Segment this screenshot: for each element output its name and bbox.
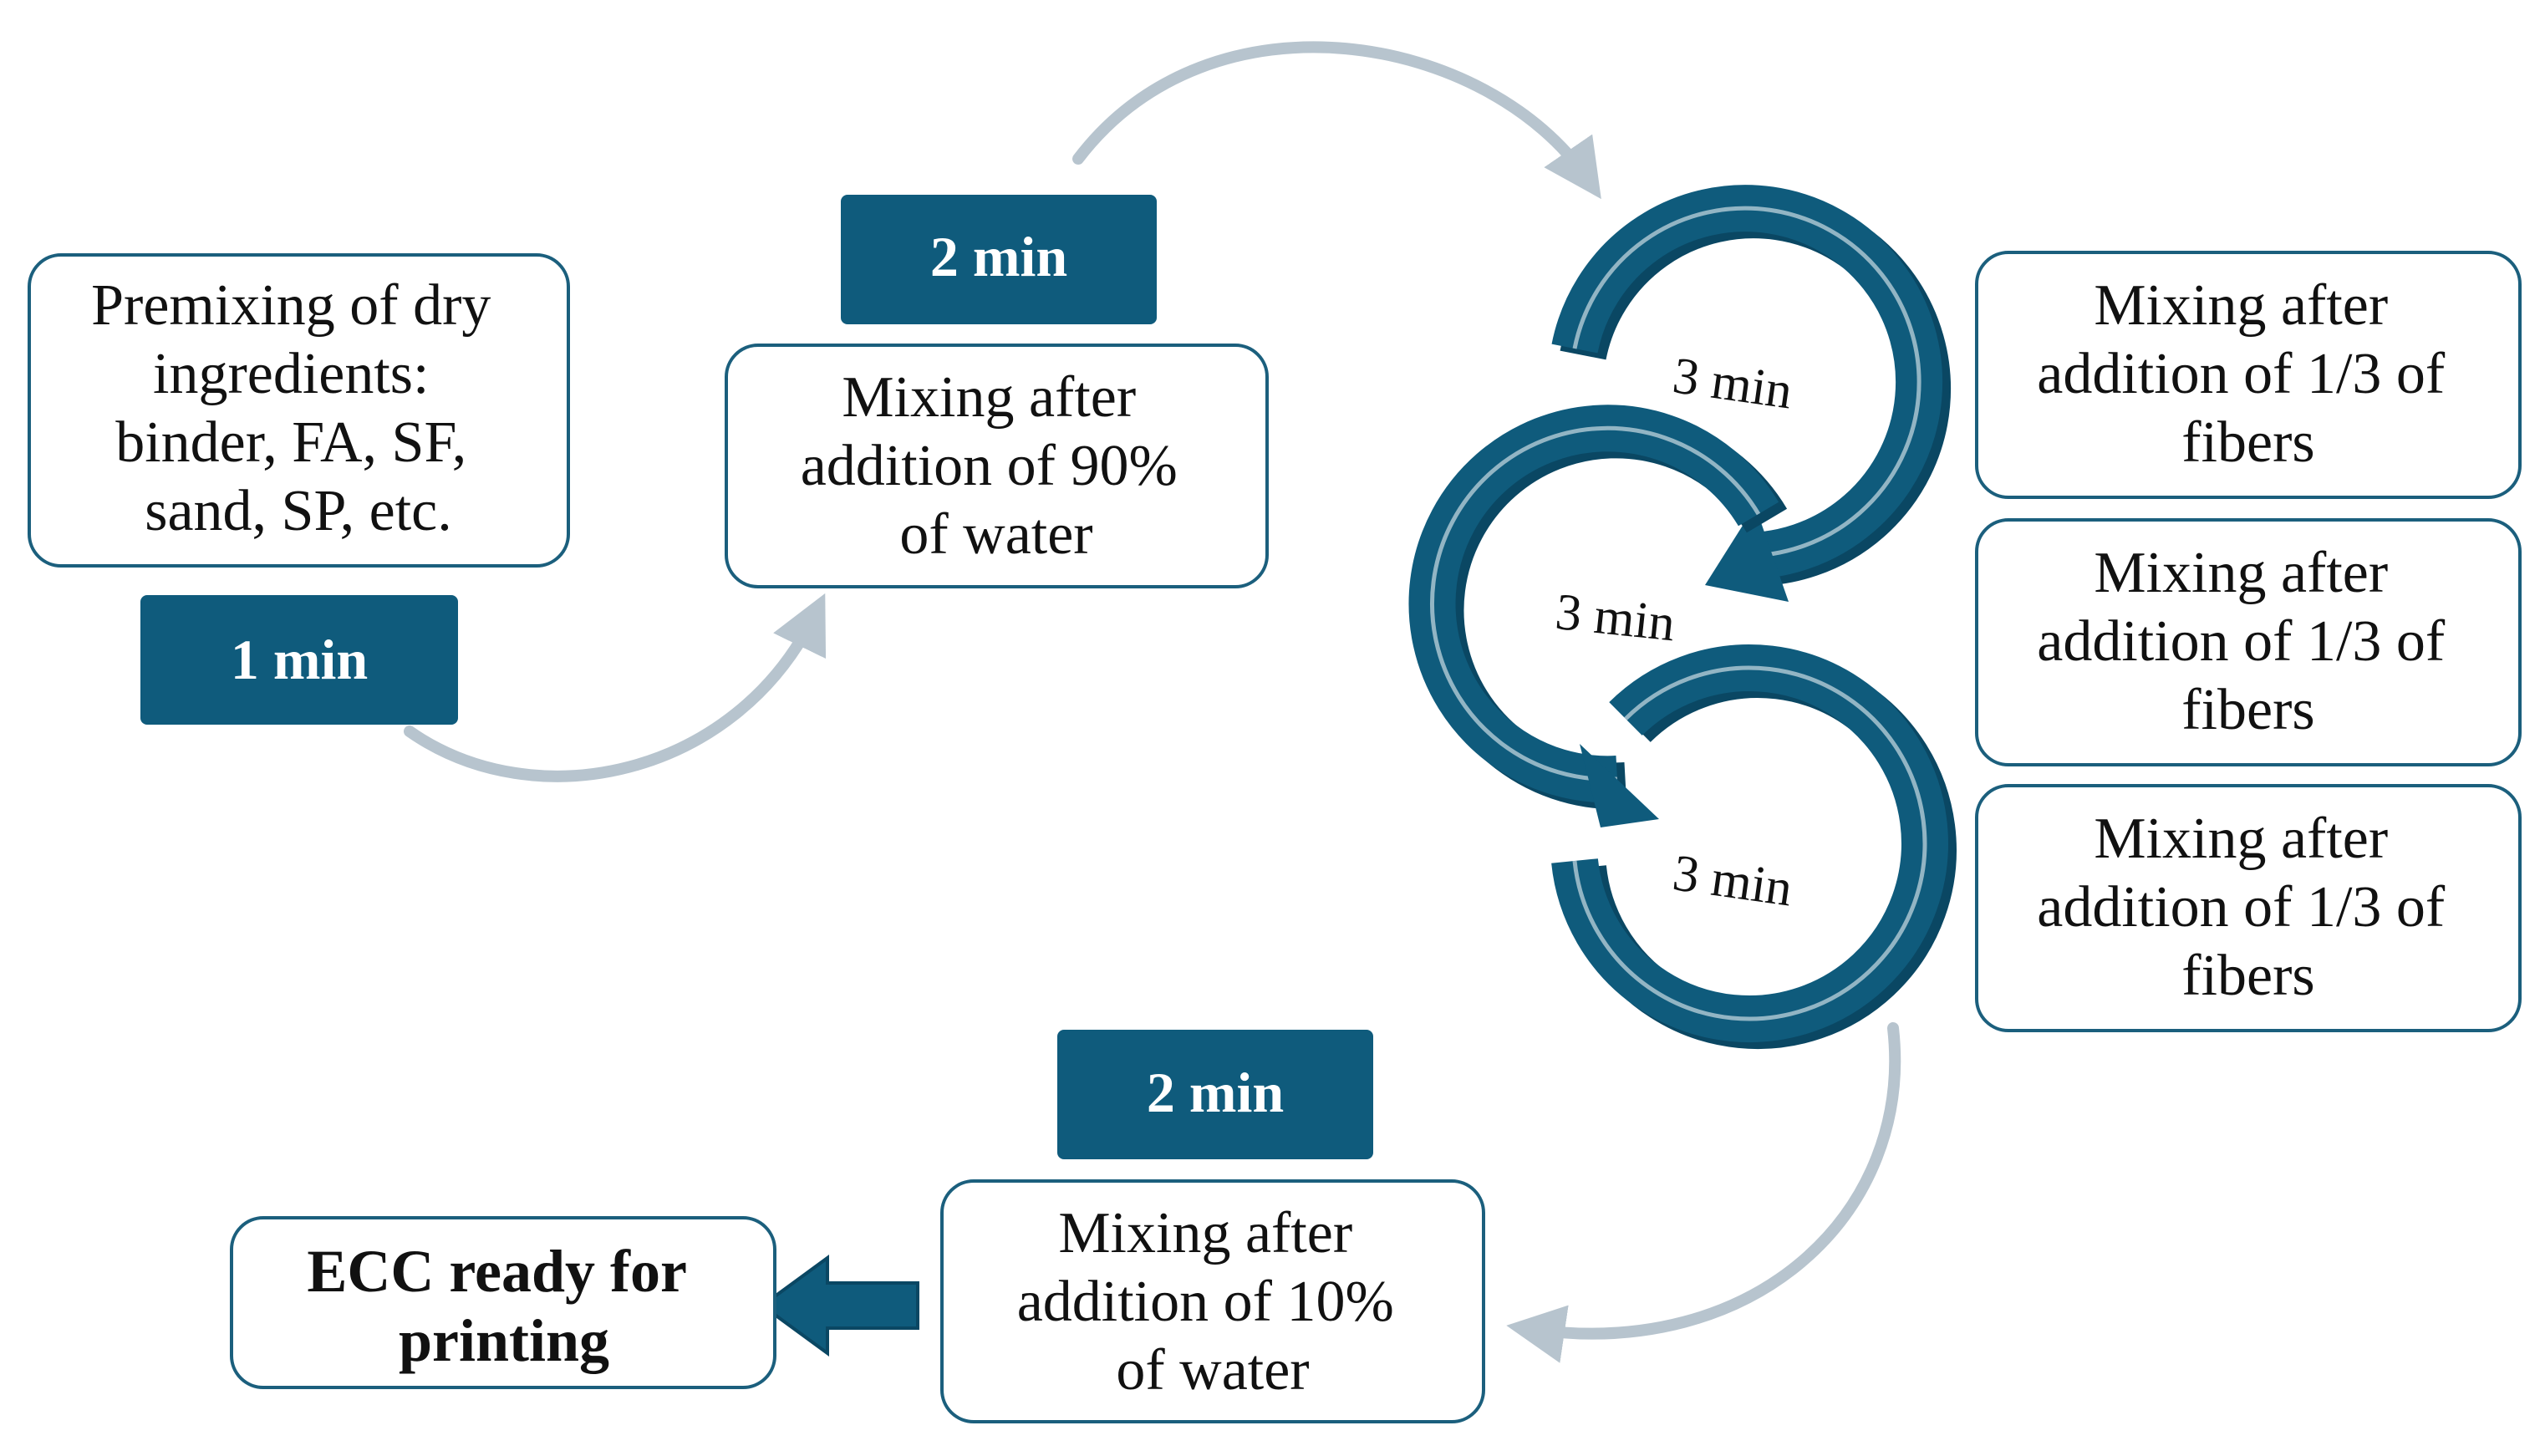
fibers-text: Mixing after addition of 1/3 of fibers — [2037, 541, 2459, 742]
step-fibers-3: Mixing after addition of 1/3 of fibers — [1975, 784, 2522, 1032]
water90-duration-tag — [841, 195, 1157, 324]
water10-duration-tag — [1057, 1030, 1373, 1159]
final-arrow-icon — [759, 1255, 919, 1357]
cycle-duration-label: 3 min — [1553, 583, 1677, 653]
mixing-cycle-2: 3 min — [1408, 405, 1788, 827]
fibers-text: Mixing after addition of 1/3 of fibers — [2037, 273, 2459, 475]
water10-box — [940, 1179, 1485, 1423]
connector-water90-to-fibers — [1072, 41, 1601, 200]
step-ready: ECC ready for printing — [230, 1216, 776, 1389]
water90-box — [725, 344, 1269, 588]
cycle-duration-label: 3 min — [1669, 844, 1795, 917]
step-premix: Premixing of dry ingredients: binder, FA… — [28, 253, 570, 725]
premix-duration-label: 1 min — [231, 628, 368, 691]
cycle-duration-label: 3 min — [1669, 347, 1795, 420]
ready-box — [230, 1216, 776, 1389]
connector-fibers-to-water10 — [1506, 1022, 1901, 1363]
premix-box — [28, 253, 570, 568]
premix-text: Premixing of dry ingredients: binder, FA… — [91, 273, 506, 543]
water90-text: Mixing after addition of 90% of water — [801, 365, 1193, 567]
fibers-box — [1975, 784, 2522, 1032]
step-fibers-2: Mixing after addition of 1/3 of fibers — [1975, 518, 2522, 766]
mixing-cycle-1: 3 min — [1551, 185, 1952, 602]
water10-text: Mixing after addition of 10% of water — [1017, 1201, 1409, 1403]
cycle-arrowhead-2 — [1580, 744, 1659, 827]
ready-text: ECC ready for printing — [307, 1238, 700, 1374]
fibers-box — [1975, 518, 2522, 766]
water90-duration-label: 2 min — [930, 225, 1067, 288]
step-water90: 2 min Mixing after addition of 90% of wa… — [725, 195, 1269, 588]
cycle-arrowhead-1 — [1705, 506, 1789, 602]
step-water10: 2 min Mixing after addition of 10% of wa… — [940, 1030, 1485, 1423]
premix-duration-tag — [140, 595, 458, 725]
water10-duration-label: 2 min — [1147, 1061, 1284, 1124]
connector-premix-to-water90 — [404, 593, 827, 782]
mixing-cycle-3: 3 min — [1551, 644, 1957, 1049]
fibers-text: Mixing after addition of 1/3 of fibers — [2037, 807, 2459, 1008]
step-fibers-1: Mixing after addition of 1/3 of fibers — [1975, 251, 2522, 499]
fibers-box — [1975, 251, 2522, 499]
final-arrow — [759, 1255, 919, 1357]
